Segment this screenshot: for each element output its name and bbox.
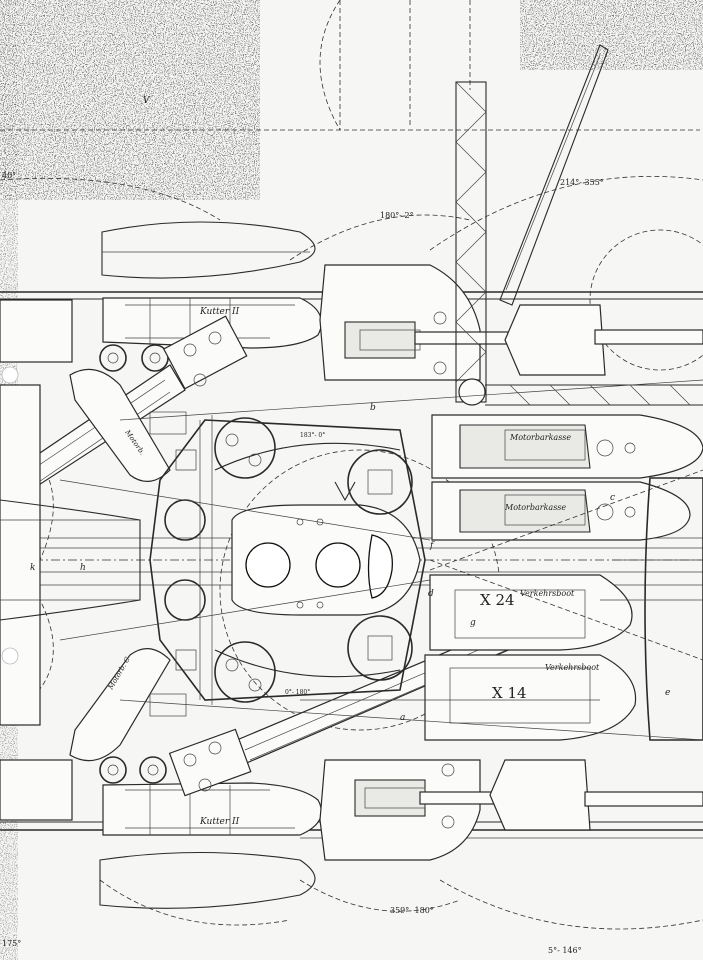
bottom-boat-outline <box>99 851 316 909</box>
mark-x24: X 24 <box>480 591 515 609</box>
angle-corner-top-left: 40° <box>2 171 16 180</box>
crane-jib <box>499 44 609 306</box>
superstructure <box>149 411 426 717</box>
letter-v: V <box>143 96 151 106</box>
right-structure <box>485 384 703 741</box>
right-gun-upper <box>504 304 703 376</box>
letter-a: a <box>400 713 405 723</box>
angle-bottom-right: 5°- 146° <box>548 946 582 955</box>
verkehrsboot-lower-label: Verkehrsboot <box>545 663 600 672</box>
mark-x14: X 14 <box>492 684 527 702</box>
gun-mount-lower <box>319 759 531 861</box>
angle-bottom-center: 359°- 180° <box>390 906 434 915</box>
angle-top-right: 214°- 355° <box>560 178 604 187</box>
letter-f: f <box>429 541 435 551</box>
verkehrsboot-lower: X 14 Verkehrsboot <box>424 654 637 741</box>
gun-mount-upper <box>319 264 526 381</box>
lattice-mast <box>455 81 487 406</box>
angle-mid-lower: 0°- 180° <box>285 689 310 696</box>
angle-top-center: 180°- 2° <box>380 211 414 220</box>
motorbarkasse-upper: Motorbarkasse <box>431 414 703 479</box>
letter-g: g <box>470 618 476 628</box>
verkehrsboot-upper: X 24 Verkehrsboot <box>429 574 633 651</box>
reference-lines <box>59 379 703 741</box>
letter-c: c <box>610 493 615 503</box>
kutter-bottom: Kutter II <box>102 782 322 836</box>
letter-k: k <box>30 563 35 573</box>
angle-mid-upper: 183°- 0° <box>300 432 325 439</box>
top-boat-outline <box>101 221 316 279</box>
letter-b: b <box>370 403 376 413</box>
angle-corner-bottom-left: 175° <box>2 939 21 948</box>
left-motorboat-lower: Motorb. C <box>69 648 171 762</box>
kutter-top-label: Kutter II <box>199 307 240 317</box>
letter-e: e <box>665 688 670 698</box>
left-edge-structures <box>0 299 141 821</box>
angle-labels: 180°- 2° 214°- 355° 359°- 180° 5°- 146° … <box>2 171 604 955</box>
motorbarkasse-lower: Motorbarkasse <box>431 481 691 541</box>
letter-d: d <box>428 589 434 599</box>
kutter-bottom-label: Kutter II <box>199 817 240 827</box>
reference-letters: a b c d e f g h V k <box>30 96 670 723</box>
punch-holes <box>1 366 19 665</box>
left-motorboat-upper: Motorb. <box>69 368 171 482</box>
verkehrsboot-upper-label: Verkehrsboot <box>520 589 575 598</box>
letter-h: h <box>80 563 86 573</box>
reels <box>99 344 169 784</box>
right-gun-lower <box>489 759 703 831</box>
motorbarkasse-lower-label: Motorbarkasse <box>504 503 566 512</box>
motorbarkasse-upper-label: Motorbarkasse <box>509 433 571 442</box>
